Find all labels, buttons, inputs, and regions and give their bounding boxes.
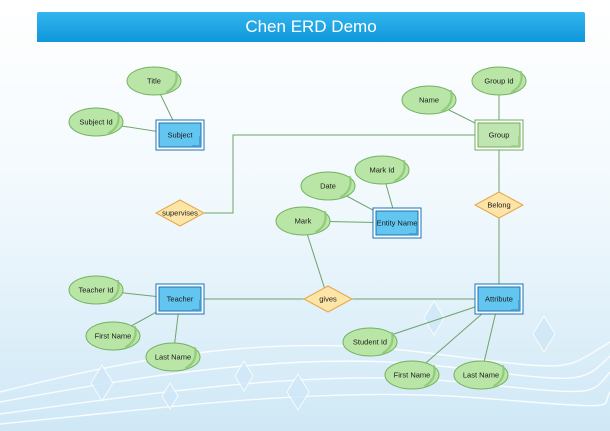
shape-label: Mark [295, 217, 312, 226]
attribute-ellipse [384, 360, 440, 390]
attribute-title[interactable]: Title [126, 66, 182, 96]
diagram-title: Chen ERD Demo [37, 12, 585, 42]
attribute-gloss [423, 364, 436, 388]
attribute-ellipse [85, 321, 141, 351]
shape-label: Attribute [485, 295, 513, 304]
attribute-attr-first-name[interactable]: First Name [384, 360, 440, 390]
attribute-gloss [184, 346, 197, 370]
attribute-gloss [510, 70, 523, 94]
shape-label: Mark Id [369, 166, 394, 175]
attribute-gloss [165, 70, 178, 94]
attribute-gloss [107, 279, 120, 303]
attribute-mark[interactable]: Mark [275, 206, 331, 236]
attribute-gloss [107, 111, 120, 135]
connector-line [204, 134, 475, 214]
relationship-supervises[interactable]: supervises [154, 199, 206, 227]
entity-gloss [409, 224, 418, 235]
entity-gloss [192, 136, 201, 147]
background-decoration [0, 300, 610, 425]
entity-entity-name[interactable]: Entity Name [372, 207, 422, 239]
decorative-diamond [423, 300, 445, 336]
relationship-gives[interactable]: gives [302, 285, 354, 313]
shape-label: Last Name [463, 371, 499, 380]
attribute-gloss [124, 325, 137, 349]
attribute-ellipse [68, 275, 124, 305]
attribute-mark-id[interactable]: Mark Id [354, 155, 410, 185]
entity-subject[interactable]: Subject [155, 119, 205, 151]
decorative-diamond [90, 364, 114, 402]
relationship-belong[interactable]: Belong [473, 191, 525, 219]
entity-gloss [511, 136, 520, 147]
attribute-gloss [339, 175, 352, 199]
entity-inner-box [477, 286, 521, 312]
shape-label: Entity Name [377, 219, 418, 228]
shape-label: Subject Id [79, 118, 112, 127]
shape-label: Name [419, 96, 439, 105]
shape-label: Teacher [167, 295, 194, 304]
decorative-diamond [234, 360, 254, 392]
shape-label: Teacher Id [78, 286, 113, 295]
relationship-diamond [302, 285, 354, 313]
decorative-diamond [161, 382, 179, 410]
shape-label: Last Name [155, 353, 191, 362]
attribute-gloss [314, 210, 327, 234]
shape-label: First Name [95, 332, 132, 341]
decorative-diamond [286, 373, 310, 411]
attribute-group-id[interactable]: Group Id [471, 66, 527, 96]
attribute-ellipse [300, 171, 356, 201]
attribute-gloss [381, 331, 394, 355]
attribute-ellipse [471, 66, 527, 96]
entity-inner-box [375, 210, 419, 236]
attribute-ellipse [401, 85, 457, 115]
entity-teacher[interactable]: Teacher [155, 283, 205, 315]
attribute-subject-id[interactable]: Subject Id [68, 107, 124, 137]
entity-attribute[interactable]: Attribute [474, 283, 524, 315]
entity-inner-box [158, 286, 202, 312]
entity-gloss [192, 300, 201, 311]
shape-label: Subject [167, 131, 193, 140]
attribute-ellipse [68, 107, 124, 137]
attribute-ellipse [126, 66, 182, 96]
attribute-gloss [393, 159, 406, 183]
shape-label: Date [320, 182, 336, 191]
shape-label: First Name [394, 371, 431, 380]
shape-label: Group Id [484, 77, 513, 86]
attribute-gloss [440, 89, 453, 113]
shape-label: gives [319, 295, 337, 304]
attribute-group-name[interactable]: Name [401, 85, 457, 115]
entity-group[interactable]: Group [474, 119, 524, 151]
shape-label: Group [489, 131, 510, 140]
attribute-teacher-id[interactable]: Teacher Id [68, 275, 124, 305]
relationship-diamond [473, 191, 525, 219]
shape-label: supervises [162, 209, 198, 218]
attribute-teacher-last-name[interactable]: Last Name [145, 342, 201, 372]
entity-inner-box [477, 122, 521, 148]
shape-label: Belong [487, 201, 510, 210]
attribute-student-id[interactable]: Student Id [342, 327, 398, 357]
attribute-ellipse [342, 327, 398, 357]
shape-label: Student Id [353, 338, 387, 347]
entity-inner-box [158, 122, 202, 148]
decorative-diamond [532, 315, 556, 353]
attribute-ellipse [354, 155, 410, 185]
attribute-attr-last-name[interactable]: Last Name [453, 360, 509, 390]
attribute-gloss [492, 364, 505, 388]
attribute-teacher-first-name[interactable]: First Name [85, 321, 141, 351]
relationship-diamond [154, 199, 206, 227]
attribute-ellipse [453, 360, 509, 390]
decorative-wave [0, 391, 610, 425]
attribute-date[interactable]: Date [300, 171, 356, 201]
entity-gloss [511, 300, 520, 311]
attribute-ellipse [275, 206, 331, 236]
shape-label: Title [147, 77, 161, 86]
attribute-ellipse [145, 342, 201, 372]
